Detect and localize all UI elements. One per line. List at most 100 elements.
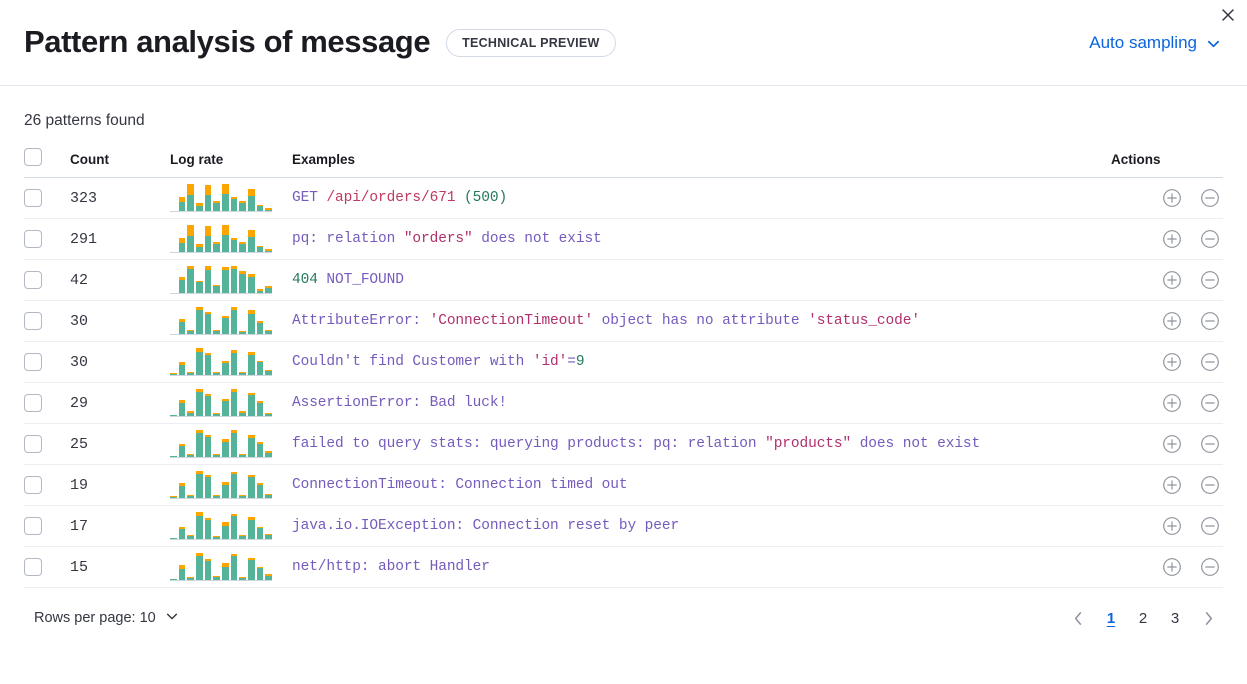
sparkline-bar-green [265,370,273,375]
sparkline-bar-green [213,202,221,211]
row-checkbox[interactable] [24,230,42,248]
sparkline-bar-green [204,236,212,252]
sparkline-bar-green [187,236,195,252]
sparkline-bar-green [222,525,229,539]
example-token: AssertionError: Bad luck! [292,395,508,411]
chevron-down-icon [1206,36,1221,51]
sparkline-bar-green [230,433,238,457]
sparkline-bar [178,307,186,334]
sparkline-bar [204,184,212,211]
row-checkbox[interactable] [24,435,42,453]
sparkline-bar-orange [187,329,195,331]
sparkline-bar-orange [204,434,212,437]
sparkline-bar [256,307,264,334]
sparkline-bar-orange [256,526,264,528]
sparkline-bar [239,512,247,539]
sparkline-bar-orange [239,534,247,536]
circle-plus-icon[interactable] [1159,472,1185,498]
row-checkbox[interactable] [24,558,42,576]
auto-sampling-button[interactable]: Auto sampling [1087,29,1223,57]
sparkline-bar-orange [239,576,247,578]
circle-plus-icon[interactable] [1159,308,1185,334]
sparkline-bar-green [204,476,212,498]
circle-minus-icon[interactable] [1197,185,1223,211]
circle-plus-icon[interactable] [1159,267,1185,293]
circle-minus-icon[interactable] [1197,267,1223,293]
chevron-left-icon[interactable] [1063,603,1093,633]
sparkline-bar [170,553,177,580]
circle-minus-icon[interactable] [1197,349,1223,375]
select-all-checkbox[interactable] [24,148,42,166]
log-rate-sparkline [170,471,273,499]
circle-minus-icon[interactable] [1197,308,1223,334]
row-select-cell [24,382,70,424]
circle-minus-icon[interactable] [1197,226,1223,252]
sparkline-bar-green [204,396,212,416]
page-number-1[interactable]: 1 [1106,609,1116,627]
circle-plus-icon[interactable] [1159,554,1185,580]
sparkline-bar [196,553,203,580]
row-checkbox[interactable] [24,394,42,412]
sparkline-bar [230,512,238,539]
log-rate-sparkline [170,184,273,212]
row-checkbox[interactable] [24,476,42,494]
sparkline-bar [213,512,221,539]
chevron-right-icon[interactable] [1193,603,1223,633]
circle-plus-icon[interactable] [1159,390,1185,416]
sparkline-bar-orange [248,434,255,438]
sparkline-bar-green [178,403,186,416]
sparkline-bar [178,225,186,252]
sparkline-bar-green [178,364,186,375]
row-checkbox[interactable] [24,517,42,535]
panel-header: Pattern analysis of message TECHNICAL PR… [0,0,1247,86]
close-icon[interactable] [1215,2,1241,28]
sparkline-bar-orange [178,565,186,569]
rows-per-page-button[interactable]: Rows per page: 10 [24,603,189,633]
sparkline-bar [213,266,221,293]
column-header-count[interactable]: Count [70,148,170,178]
circle-minus-icon[interactable] [1197,554,1223,580]
row-log-rate-cell [170,423,292,465]
sparkline-bar-orange [239,271,247,274]
circle-minus-icon[interactable] [1197,431,1223,457]
row-checkbox[interactable] [24,189,42,207]
sparkline-bar-orange [213,535,221,537]
sparkline-bar [204,348,212,375]
circle-plus-icon[interactable] [1159,513,1185,539]
column-header-log-rate[interactable]: Log rate [170,148,292,178]
circle-plus-icon[interactable] [1159,226,1185,252]
log-rate-sparkline [170,307,273,335]
row-actions-cell [1111,423,1223,465]
column-header-examples[interactable]: Examples [292,148,1111,178]
page-number-2[interactable]: 2 [1138,609,1148,627]
circle-minus-icon[interactable] [1197,390,1223,416]
sparkline-bar-green [213,330,221,334]
row-checkbox[interactable] [24,271,42,289]
row-checkbox[interactable] [24,312,42,330]
row-actions-cell [1111,382,1223,424]
circle-plus-icon[interactable] [1159,185,1185,211]
row-checkbox[interactable] [24,353,42,371]
row-count: 291 [70,218,170,260]
sparkline-bar-orange [230,266,238,269]
page-number-3[interactable]: 3 [1170,609,1180,627]
row-example-text: net/http: abort Handler [292,546,1111,588]
sparkline-bar-green [187,195,195,211]
circle-minus-icon[interactable] [1197,472,1223,498]
circle-plus-icon[interactable] [1159,431,1185,457]
circle-minus-icon[interactable] [1197,513,1223,539]
sparkline-bar-orange [256,566,264,568]
sparkline-bar-green [256,290,264,293]
circle-plus-icon[interactable] [1159,349,1185,375]
patterns-found-count: 26 patterns found [24,112,145,129]
